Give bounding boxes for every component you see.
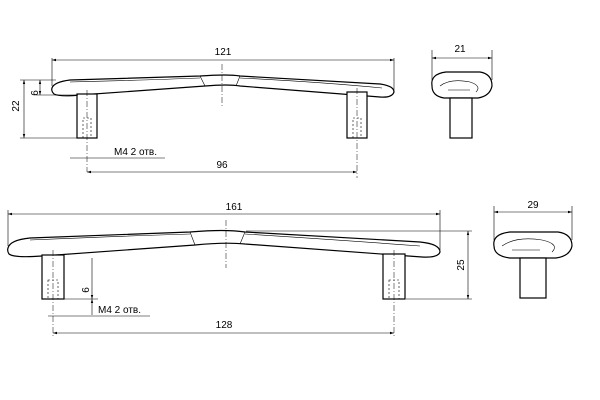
large-length-label: 161 <box>226 202 243 213</box>
small-thread-note: M4 2 отв. <box>114 147 157 158</box>
large-side-width-label: 29 <box>527 200 539 211</box>
small-handle-side-view: 21 <box>431 44 493 139</box>
small-height-label: 22 <box>11 100 22 112</box>
small-side-leg <box>449 97 473 139</box>
small-thickness-label: 6 <box>30 90 41 96</box>
large-thread-note: M4 2 отв. <box>98 305 141 316</box>
large-side-leg <box>519 257 547 299</box>
small-handle-bar <box>51 74 395 98</box>
large-height-label: 25 <box>456 259 467 271</box>
small-handle-front-view: 121 22 6 M4 2 отв. 96 <box>11 47 395 178</box>
small-length-label: 121 <box>215 47 232 58</box>
small-side-width-label: 21 <box>454 44 466 55</box>
small-side-head <box>431 71 493 99</box>
small-hole-spacing-label: 96 <box>216 160 228 171</box>
large-hole-spacing-label: 128 <box>216 320 233 331</box>
large-handle-bar <box>7 229 441 258</box>
large-thickness-label: 6 <box>81 287 92 293</box>
large-handle-front-view: 161 25 6 M4 2 отв. 128 <box>7 202 472 336</box>
large-side-head <box>493 231 573 259</box>
large-handle-side-view: 29 <box>493 200 573 299</box>
